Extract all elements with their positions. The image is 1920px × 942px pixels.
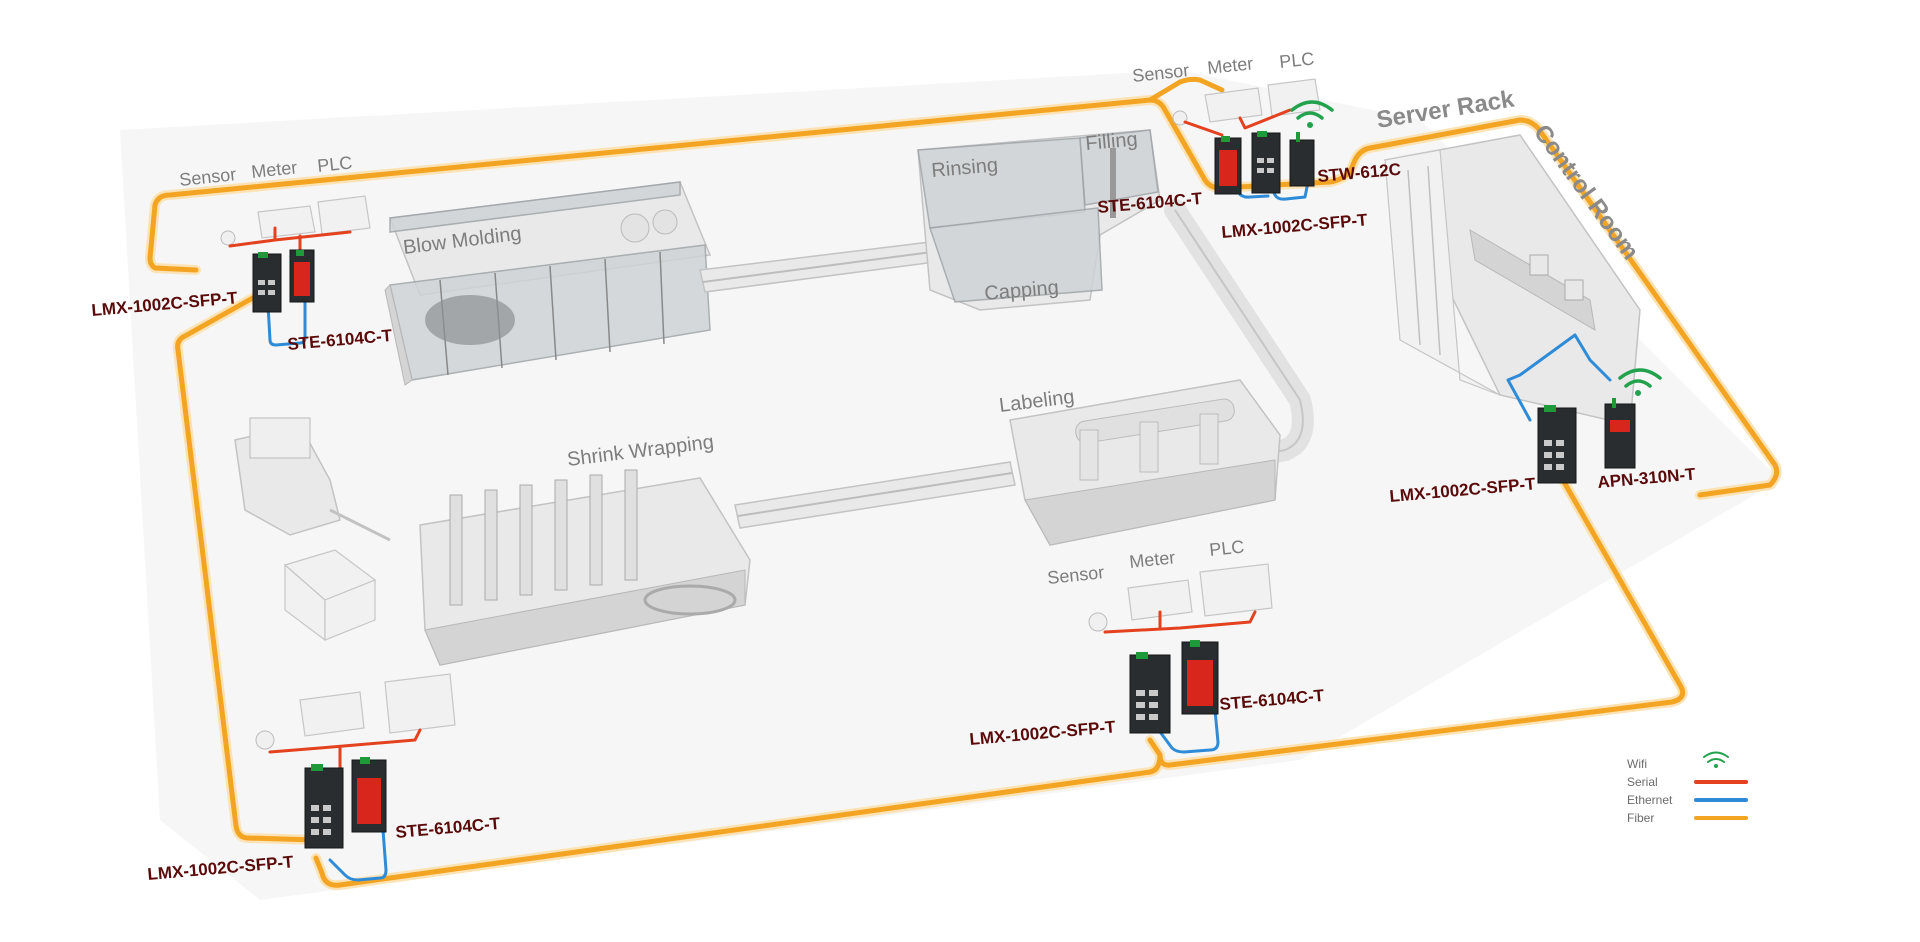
plc-icon bbox=[384, 673, 456, 734]
serial-device-server-icon bbox=[289, 249, 315, 303]
io-label-plc: PLC bbox=[1208, 536, 1245, 560]
legend-label-serial: Serial bbox=[1627, 775, 1658, 789]
access-point-icon bbox=[1604, 398, 1636, 469]
industrial-switch-icon bbox=[252, 252, 282, 313]
industrial-switch-icon bbox=[1129, 652, 1171, 734]
conveyor-middle bbox=[734, 461, 1016, 529]
legend-wifi-icon bbox=[1703, 751, 1729, 768]
blow-molding-machine: Blow Molding bbox=[384, 181, 712, 386]
io-label-meter: Meter bbox=[250, 157, 298, 182]
stacked-boxes bbox=[283, 549, 377, 642]
legend: Wifi Serial Ethernet Fiber bbox=[1627, 751, 1748, 825]
legend-label-fiber: Fiber bbox=[1627, 811, 1654, 825]
area-label-filling: Filling bbox=[1085, 129, 1139, 155]
meter-icon bbox=[1127, 579, 1193, 621]
industrial-switch-icon bbox=[1251, 131, 1281, 194]
io-label-meter: Meter bbox=[1206, 53, 1254, 78]
plc-icon bbox=[317, 195, 371, 235]
io-label-meter: Meter bbox=[1128, 547, 1176, 572]
industrial-switch-icon bbox=[1537, 405, 1577, 484]
wifi-icon bbox=[1290, 100, 1334, 128]
io-label-plc: PLC bbox=[1278, 48, 1315, 72]
sensor-icon bbox=[220, 230, 236, 246]
legend-label-ethernet: Ethernet bbox=[1627, 793, 1673, 807]
rinsing-filling-capping-machine: Rinsing Filling Capping bbox=[917, 129, 1161, 311]
serial-device-server-icon bbox=[351, 757, 387, 833]
meter-icon bbox=[1204, 87, 1263, 123]
plc-icon bbox=[1199, 563, 1273, 617]
sensor-icon bbox=[1172, 110, 1188, 126]
serial-device-server-icon bbox=[1181, 640, 1219, 715]
sensor-icon bbox=[1088, 612, 1108, 632]
industrial-switch-icon bbox=[304, 764, 344, 849]
wifi-icon bbox=[1618, 368, 1662, 396]
wireless-device-server-icon bbox=[1289, 132, 1315, 187]
meter-icon bbox=[299, 691, 365, 737]
io-label-plc: PLC bbox=[316, 152, 353, 176]
labeling-machine: Labeling bbox=[998, 379, 1281, 546]
sensor-icon bbox=[255, 730, 275, 750]
conveyor-right bbox=[1164, 199, 1314, 466]
meter-icon bbox=[257, 205, 316, 239]
legend-label-wifi: Wifi bbox=[1627, 757, 1647, 771]
serial-device-server-icon bbox=[1214, 136, 1242, 195]
forklift bbox=[234, 417, 391, 542]
plc-icon bbox=[1267, 78, 1321, 117]
